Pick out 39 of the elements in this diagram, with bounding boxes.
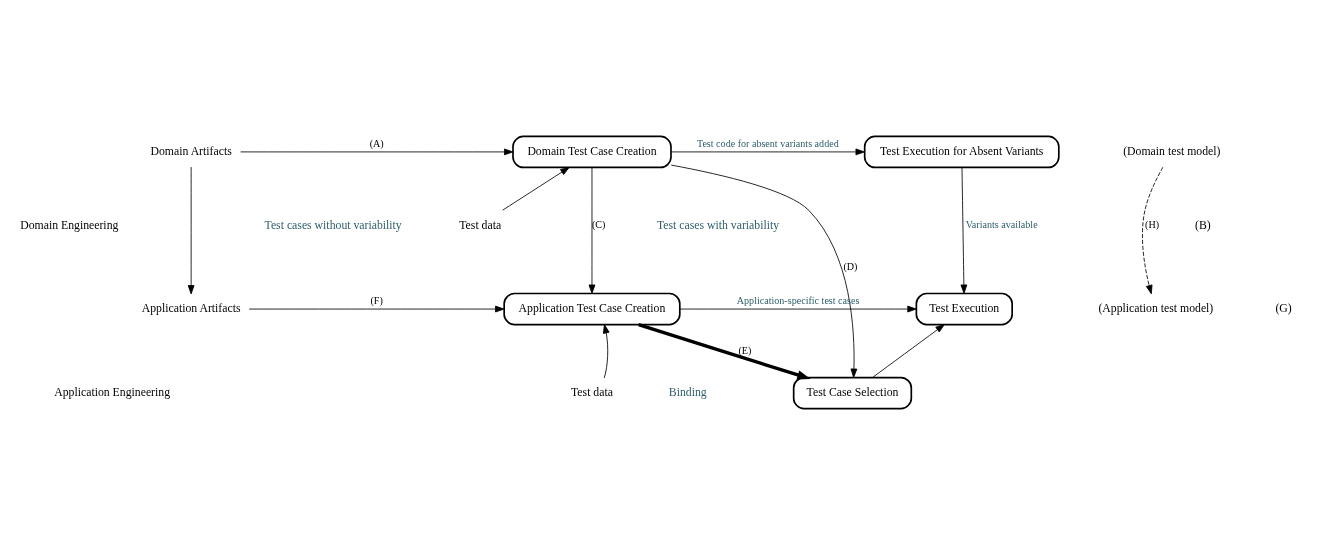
node-text: Test data xyxy=(571,386,613,400)
node-text: (Domain test model) xyxy=(1123,145,1221,159)
arrow xyxy=(872,324,945,378)
arrow xyxy=(502,167,570,211)
node-text: Test data xyxy=(459,218,502,232)
label: Domain Engineering xyxy=(20,218,119,232)
node-box: Test Execution xyxy=(915,292,1013,326)
edge-label: (E) xyxy=(738,344,752,356)
label: (G) xyxy=(1275,302,1292,316)
edge-label: (H) xyxy=(1145,219,1160,231)
edge-label: (C) xyxy=(591,219,606,231)
arrow xyxy=(187,166,195,295)
node-box: Test Execution for Absent Variants xyxy=(863,135,1060,169)
arrow xyxy=(602,324,610,379)
arrow xyxy=(240,148,514,156)
node-text: (Application test model) xyxy=(1098,302,1214,316)
node-box: Application Test Case Creation xyxy=(503,292,681,326)
label: Binding xyxy=(668,386,707,400)
edge-label: Variants available xyxy=(965,219,1038,231)
node-box: Domain Test Case Creation xyxy=(512,135,672,169)
node-box: Test Case Selection xyxy=(792,376,913,410)
arrow xyxy=(670,148,865,156)
arrow xyxy=(588,167,596,294)
edge-label: (A) xyxy=(369,137,384,149)
arrow xyxy=(960,167,968,294)
node-text: Domain Artifacts xyxy=(150,145,232,159)
label: Application Engineering xyxy=(54,386,171,400)
arrow xyxy=(638,323,811,380)
arrow xyxy=(248,305,505,313)
node-text: Application Artifacts xyxy=(141,302,241,316)
edge-label: (D) xyxy=(843,260,858,272)
arrow xyxy=(1142,166,1164,295)
label: Test cases with variability xyxy=(656,218,780,232)
edge-label: (F) xyxy=(370,294,383,306)
arrow xyxy=(679,305,917,313)
edge-label: Test code for absent variants added xyxy=(696,137,839,149)
arrow xyxy=(670,164,858,378)
label: Test cases without variability xyxy=(264,218,402,232)
label: (B) xyxy=(1195,218,1211,232)
